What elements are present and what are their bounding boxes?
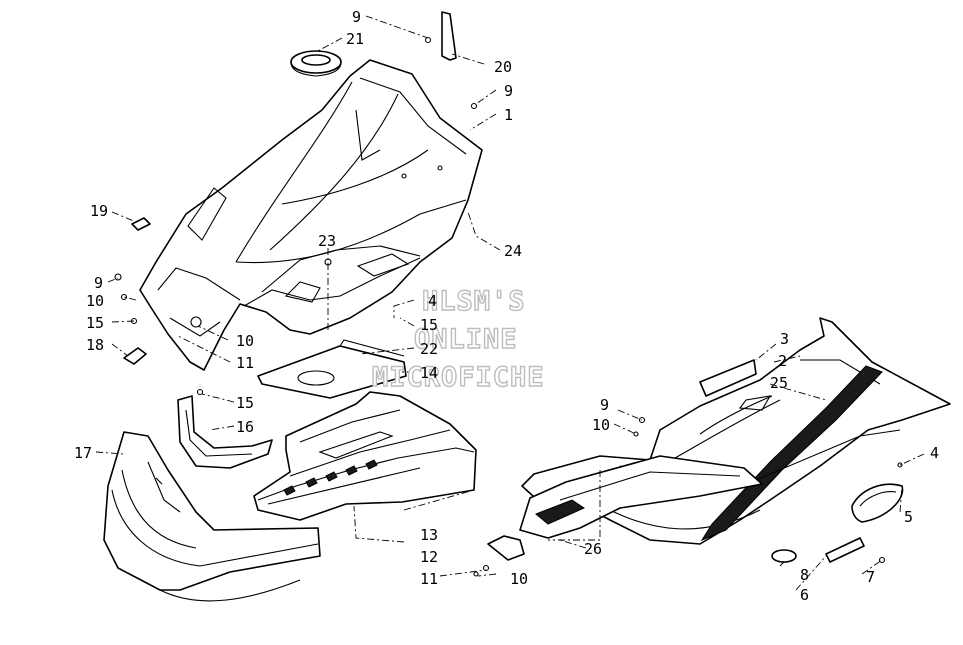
callout-4-center: 4 (428, 292, 437, 310)
callout-15-low: 15 (236, 394, 254, 412)
callout-24: 24 (504, 242, 522, 260)
hardware-pieces (114, 36, 903, 577)
callout-22: 22 (420, 340, 438, 358)
bracket-part (441, 11, 457, 61)
seal-ring-part (290, 50, 342, 77)
callout-14: 14 (420, 364, 438, 382)
callout-11-mid: 11 (236, 354, 254, 372)
callout-19: 19 (90, 202, 108, 220)
watermark-line-3: MICROFICHE (372, 362, 545, 393)
callout-10-mid: 10 (236, 332, 254, 350)
running-board-part (519, 455, 763, 539)
callout-26: 26 (584, 540, 602, 558)
callout-10-bottom: 10 (510, 570, 528, 588)
callout-4-right: 4 (930, 444, 939, 462)
callout-3: 3 (780, 330, 789, 348)
callout-2: 2 (778, 352, 787, 370)
lower-right-assembly (487, 317, 951, 563)
watermark: HLSM'S ONLINE MICROFICHE (371, 285, 545, 393)
callout-9-top: 9 (352, 8, 361, 26)
leader-lines (95, 15, 925, 591)
callout-15-left: 15 (86, 314, 104, 332)
belly-pan-part (253, 391, 477, 521)
callout-17: 17 (74, 444, 92, 462)
hood-part (139, 59, 483, 371)
watermark-line-2: ONLINE (414, 324, 518, 355)
callout-25: 25 (770, 374, 788, 392)
callout-10-right: 10 (592, 416, 610, 434)
callout-21: 21 (346, 30, 364, 48)
callout-9-left: 9 (94, 274, 103, 292)
clip-part (771, 549, 797, 563)
callout-16: 16 (236, 418, 254, 436)
callout-6: 6 (800, 586, 809, 604)
callout-9-right: 9 (600, 396, 609, 414)
callout-labels: 9 21 20 9 1 19 23 24 9 10 15 18 10 11 4 … (74, 8, 939, 604)
callout-10-left: 10 (86, 292, 104, 310)
lens-part (851, 483, 904, 523)
strip-part (825, 537, 865, 563)
nose-part (103, 431, 321, 591)
hood-assembly (139, 11, 483, 371)
lower-left-assembly (103, 391, 477, 602)
bracket-16-part (177, 395, 273, 469)
callout-1: 1 (504, 106, 513, 124)
center-plate-part (257, 339, 407, 399)
callout-11-bottom: 11 (420, 570, 438, 588)
callout-15-center: 15 (420, 316, 438, 334)
callout-12: 12 (420, 548, 438, 566)
callout-13: 13 (420, 526, 438, 544)
callout-8: 8 (800, 566, 809, 584)
callout-23: 23 (318, 232, 336, 250)
callout-7: 7 (866, 568, 875, 586)
callout-9-hood: 9 (504, 82, 513, 100)
watermark-line-1: HLSM'S (422, 286, 526, 317)
panel-3-part (699, 359, 757, 397)
callout-20: 20 (494, 58, 512, 76)
callout-18: 18 (86, 336, 104, 354)
stripe-decal-part (700, 365, 883, 542)
callout-5: 5 (904, 508, 913, 526)
